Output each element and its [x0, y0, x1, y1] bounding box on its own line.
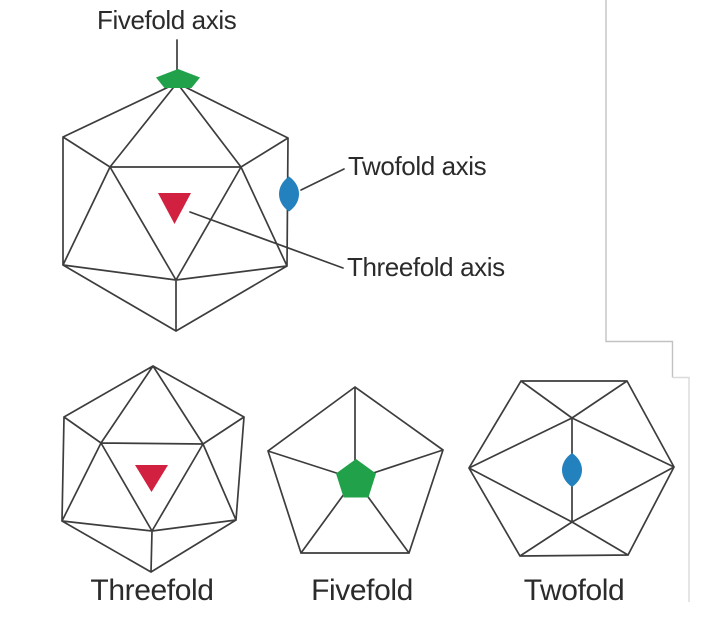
fivefold-view-pentagon-marker — [336, 459, 376, 498]
page-edge-line — [605, 0, 674, 378]
threefold-axis-leader-line — [189, 211, 344, 269]
fivefold-view-wireframe — [267, 385, 445, 554]
twofold-lens-marker — [279, 176, 299, 212]
fivefold-pentagon-marker — [156, 69, 200, 88]
fivefold-view-label: Fivefold — [311, 574, 413, 607]
threefold-view-wireframe — [61, 365, 245, 573]
threefold-view-triangle-marker — [135, 465, 168, 492]
threefold-view-label: Threefold — [90, 574, 214, 607]
twofold-view-label: Twofold — [523, 574, 625, 607]
threefold-triangle-marker — [158, 193, 191, 224]
threefold-axis-label: Threefold axis — [347, 252, 505, 282]
twofold-axis-label: Twofold axis — [348, 151, 487, 181]
page-edge-line-light — [672, 376, 690, 602]
fivefold-axis-label: Fivefold axis — [97, 5, 237, 35]
twofold-view-lens-marker — [562, 453, 582, 487]
twofold-axis-leader-line — [300, 168, 345, 191]
